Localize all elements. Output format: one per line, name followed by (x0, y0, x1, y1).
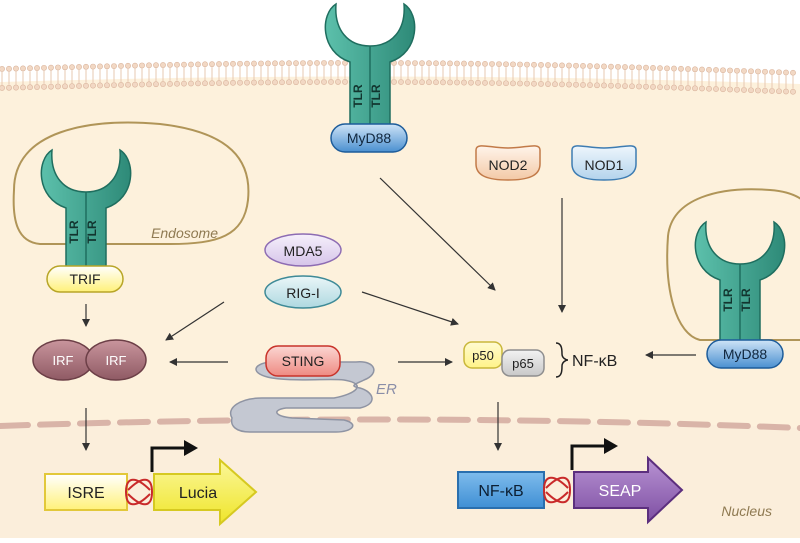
transcription-start-arrow-right (570, 444, 606, 470)
lucia-label: Lucia (179, 485, 217, 502)
myd88-adaptor-top: MyD88 (330, 123, 408, 153)
arrow-myd88-to-nfkb (379, 177, 496, 291)
signaling-arrows (82, 177, 696, 451)
tlr-label: TLR (351, 84, 365, 108)
nucleus-label: Nucleus (721, 503, 772, 519)
rig-i-sensor: RIG-I (264, 275, 342, 309)
nod1-label: NOD1 (585, 157, 624, 173)
sting-sensor: STING (265, 345, 341, 377)
plasma-membrane (0, 59, 796, 95)
nod2-sensor: NOD2 (475, 145, 541, 181)
nfkb-brace (555, 342, 569, 378)
p50-label: p50 (472, 348, 494, 363)
lucia-gene-arrow (153, 457, 258, 527)
tlr-receptor-top: TLR TLR (324, 3, 416, 137)
nod1-sensor: NOD1 (571, 145, 637, 181)
tlr-label: TLR (369, 84, 383, 108)
er-label: ER (376, 381, 397, 398)
irf-label-1: IRF (53, 353, 74, 368)
arrow-rig-to-nfkb (361, 291, 459, 326)
nfkb-seap-reporter: NF-κB SEAP (457, 438, 684, 525)
mda5-sensor: MDA5 (264, 233, 342, 267)
rig-i-label: RIG-I (286, 285, 319, 301)
myd88-right-label: MyD88 (723, 346, 768, 362)
tlr-receptor-endosome-right: TLR TLR (694, 221, 786, 355)
trif-adaptor: TRIF (46, 265, 124, 293)
irf-label-2: IRF (106, 353, 127, 368)
isre-box (44, 473, 128, 511)
nod2-label: NOD2 (489, 157, 528, 173)
tlr-label: TLR (67, 220, 81, 244)
mda5-label: MDA5 (284, 243, 323, 259)
myd88-adaptor-right: MyD88 (706, 339, 784, 369)
tlr-label: TLR (721, 288, 735, 312)
sting-label: STING (282, 353, 325, 369)
transcription-start-arrow-left (150, 446, 186, 472)
nfkb-complex-label: NF-κB (572, 353, 617, 370)
isre-label: ISRE (67, 485, 104, 502)
myd88-top-label: MyD88 (347, 130, 392, 146)
seap-label: SEAP (599, 483, 642, 500)
tlr-receptor-endosome-left: TLR TLR (40, 149, 132, 283)
nfkb-dimer: p50 p65 (463, 341, 545, 377)
trif-label: TRIF (69, 271, 100, 287)
endosome-label: Endosome (151, 225, 218, 241)
p65-label: p65 (512, 356, 534, 371)
nuclear-envelope (0, 416, 800, 431)
arrow-rlr-to-irf (165, 301, 225, 341)
seap-gene-arrow (573, 455, 684, 525)
tlr-label: TLR (85, 220, 99, 244)
endoplasmic-reticulum (229, 361, 375, 433)
isre-lucia-reporter: ISRE Lucia (44, 440, 258, 527)
nfkb-promoter-label: NF-κB (478, 483, 523, 500)
irf-dimer: IRF IRF (32, 339, 147, 381)
tlr-label: TLR (739, 288, 753, 312)
